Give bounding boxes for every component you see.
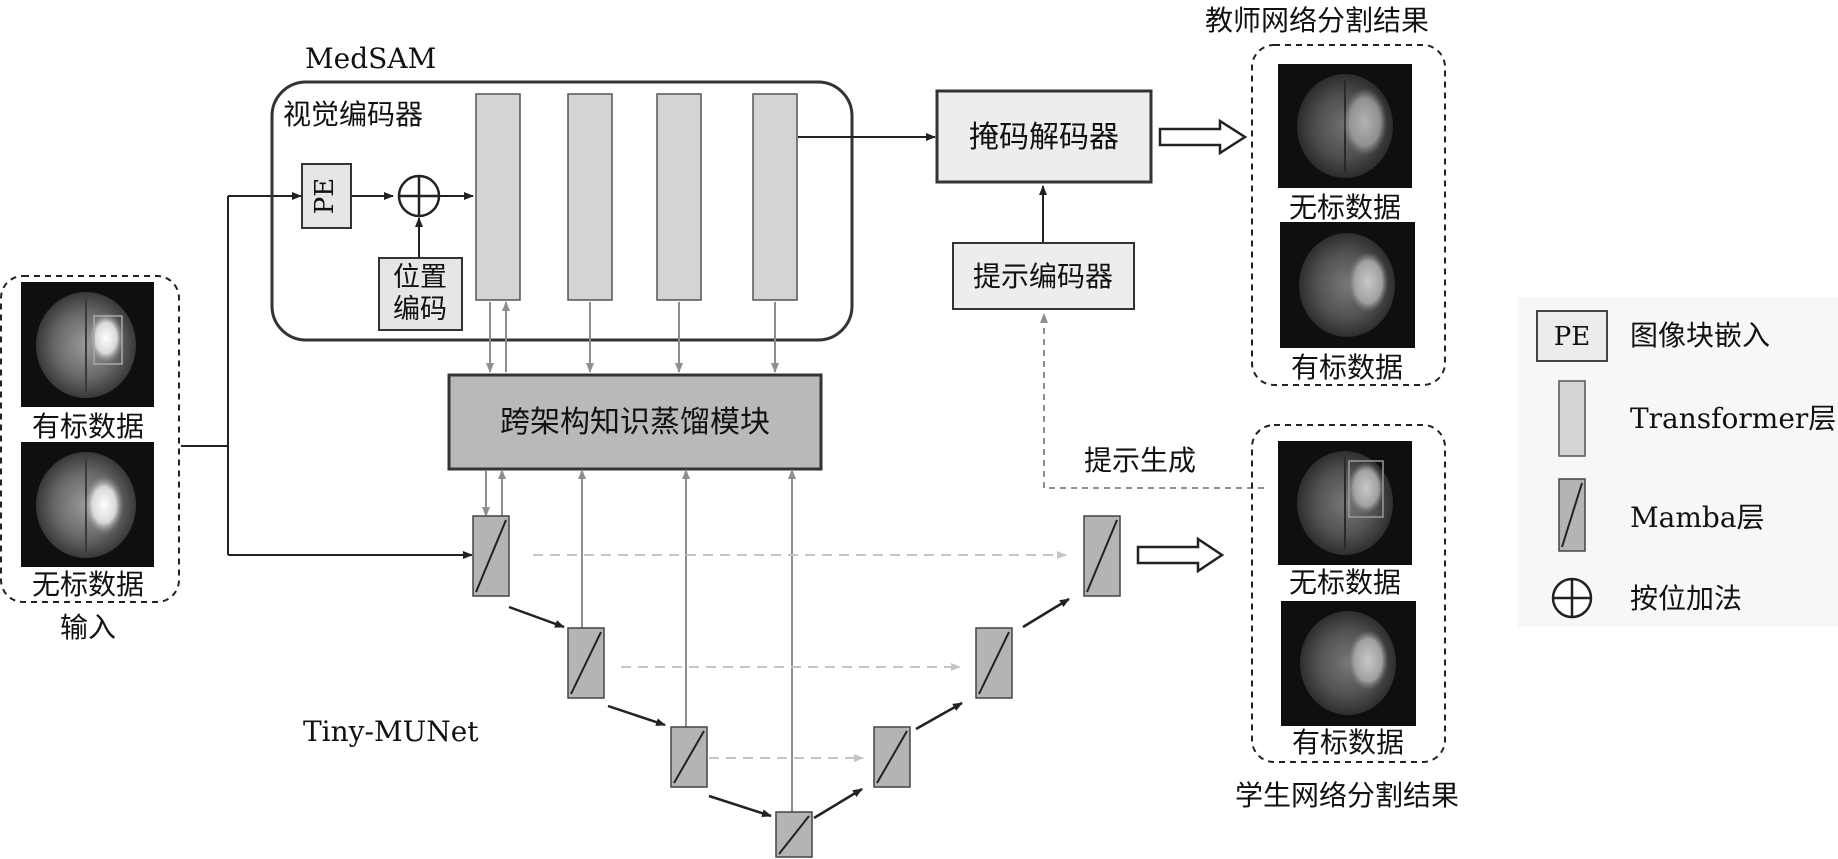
unet-label: Tiny-MUNet [303,715,479,748]
distill-mamba-arrows [482,469,796,812]
student-results-frame [1251,424,1446,763]
positional-encoding-block [378,257,463,331]
input-labeled-image [21,282,154,407]
legend-mamba-label: Mamba层 [1630,501,1765,534]
pe-block [301,163,352,229]
student-unlabeled-image [1278,441,1412,565]
input-label: 输入 [60,611,116,644]
prompt-generation-label: 提示生成 [1084,444,1196,477]
legend-add-label: 按位加法 [1630,582,1742,615]
student-results-title: 学生网络分割结果 [1235,779,1459,812]
teacher-results-frame [1251,44,1446,386]
student-labeled-image [1281,601,1416,726]
transformer-layer-1 [475,93,521,301]
prompt-generation-path [1040,313,1264,489]
mask-decoder-label: 掩码解码器 [969,120,1119,155]
visual-encoder-label: 视觉编码器 [283,98,423,131]
student-output-arrow [1136,536,1225,574]
prompt-encoder-block [952,242,1135,310]
legend-pe-box [1536,310,1608,362]
teacher-caption-bottom: 有标数据 [1291,351,1403,384]
pos-enc-line1: 位置 [393,262,447,293]
teacher-labeled-image [1280,222,1415,348]
pos-enc-line2: 编码 [393,294,447,325]
mamba-layer-dec-1 [1083,515,1121,597]
distill-label: 跨架构知识蒸馏模块 [500,405,770,440]
medsam-title: MedSAM [305,42,436,75]
student-caption-top: 无标数据 [1289,566,1401,599]
mamba-layer-enc-3 [670,726,708,788]
transformer-distill-arrows [486,301,779,373]
transformer-layer-4 [752,93,798,301]
input-unlabeled-image [21,442,154,567]
legend-transformer-swatch [1558,380,1586,457]
transformer-layer-3 [656,93,702,301]
student-caption-bottom: 有标数据 [1292,726,1404,759]
input-group-frame [0,275,180,603]
legend-pe-text: PE [1554,322,1590,352]
legend-pe-label: 图像块嵌入 [1630,319,1770,352]
mamba-layer-dec-3 [873,726,911,788]
mamba-layer-enc-2 [567,627,605,699]
cross-arch-distill-module [447,373,823,471]
mamba-layer-dec-2 [975,627,1013,699]
input-unlabeled-caption: 无标数据 [32,568,144,601]
input-labeled-caption: 有标数据 [32,410,144,443]
teacher-output-arrow [1158,118,1248,156]
elementwise-add-icon [397,174,441,218]
mamba-layer-bottleneck [775,811,813,858]
transformer-layer-2 [567,93,613,301]
medsam-encoder-frame [270,80,854,342]
teacher-results-title: 教师网络分割结果 [1205,4,1429,37]
teacher-caption-top: 无标数据 [1289,191,1401,224]
legend-transformer-label: Transformer层 [1630,402,1836,435]
legend-mamba-swatch [1558,478,1586,552]
prompt-encoder-label: 提示编码器 [973,260,1113,293]
skip-connections [533,551,1067,762]
legend: PE 图像块嵌入 Transformer层 Mamba层 按位加法 [1518,297,1838,627]
pe-label: PE [310,178,340,214]
unet-flow-arrows [508,597,1070,820]
mask-decoder-block [935,89,1153,184]
mamba-layer-enc-1 [472,515,510,597]
input-connectors [181,192,473,559]
legend-add-icon [1551,577,1593,619]
teacher-unlabeled-image [1278,64,1412,188]
